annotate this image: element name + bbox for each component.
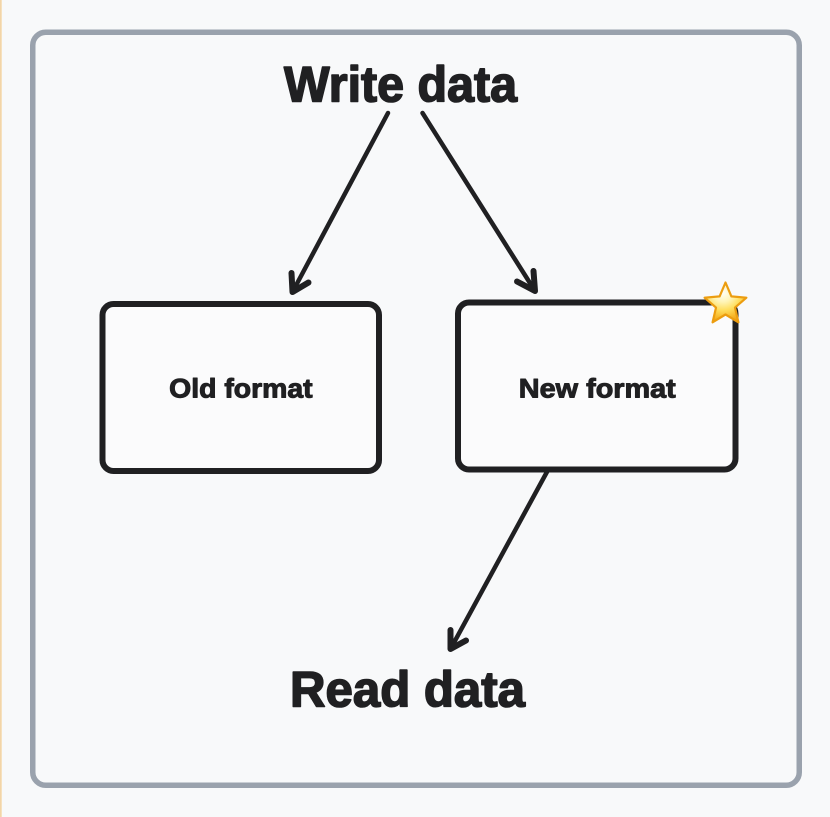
svg-text:Old format: Old format: [169, 374, 313, 404]
svg-text:Write data: Write data: [284, 57, 518, 113]
svg-text:Read data: Read data: [290, 662, 526, 718]
svg-text:New format: New format: [519, 374, 676, 404]
